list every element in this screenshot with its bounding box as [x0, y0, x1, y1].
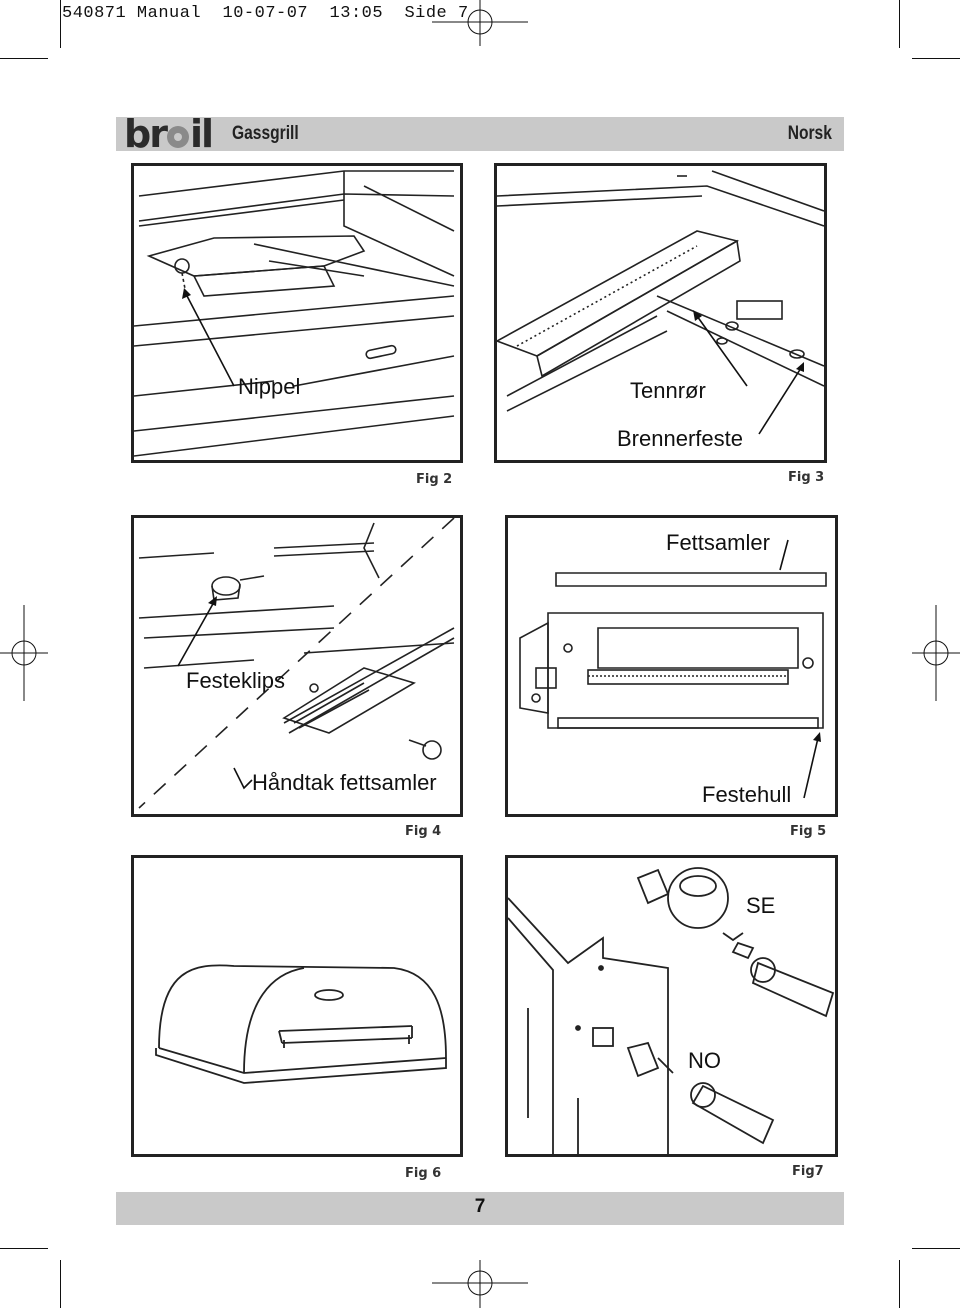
festehull-leader [803, 737, 819, 799]
callout-festeklips: Festeklips [186, 668, 286, 693]
figure-7-illustration [508, 867, 835, 1154]
footer-bar: 7 [116, 1192, 844, 1225]
callout-no: NO [688, 1048, 721, 1073]
caption-fig-3: Fig 3 [788, 470, 825, 485]
page-number: 7 [474, 1196, 486, 1217]
caption-fig-5: Fig 5 [790, 824, 827, 839]
print-slug: 540871 Manual 10-07-07 13:05 Side 7 [62, 4, 469, 23]
callout-handtak-fettsamler: Håndtak fettsamler [252, 770, 437, 795]
callout-tennror: Tennrør [630, 378, 706, 403]
figure-2-burner-nipple: Nippel [131, 163, 463, 463]
figure-6-grill-lid [131, 855, 463, 1157]
header-language: Norsk [787, 123, 832, 144]
handtak-leader [233, 767, 253, 790]
fettsamler-leader [779, 539, 789, 571]
caption-fig-7: Fig7 [792, 1164, 824, 1179]
figure-3-igniter-tube: Tennrør Brennerfeste [494, 163, 827, 463]
callout-fettsamler: Fettsamler [666, 530, 770, 555]
header-title: Gassgrill [232, 123, 299, 144]
figure-4-illustration [138, 518, 455, 809]
figure-6-illustration [155, 964, 447, 1084]
figure-7-gas-regulator: SE NO [505, 855, 838, 1157]
figure-4-grease-tray-clip: Festeklips Håndtak fettsamler [131, 515, 463, 817]
nippel-leader [185, 293, 235, 387]
callout-se: SE [746, 893, 776, 918]
callout-festehull: Festehull [702, 782, 792, 807]
callout-nippel: Nippel [238, 374, 301, 399]
figure-5-illustration [519, 539, 827, 799]
tennror-leader [696, 315, 748, 387]
caption-fig-2: Fig 2 [416, 472, 453, 487]
figure-3-illustration [497, 170, 824, 435]
caption-fig-4: Fig 4 [405, 824, 442, 839]
callout-brennerfeste: Brennerfeste [617, 426, 743, 451]
festeklips-leader [177, 601, 215, 667]
brennerfeste-leader [758, 367, 802, 435]
figure-5-grease-collector: Fettsamler Festehull [505, 515, 838, 817]
caption-fig-6: Fig 6 [405, 1166, 442, 1181]
figure-2-illustration [134, 170, 455, 457]
